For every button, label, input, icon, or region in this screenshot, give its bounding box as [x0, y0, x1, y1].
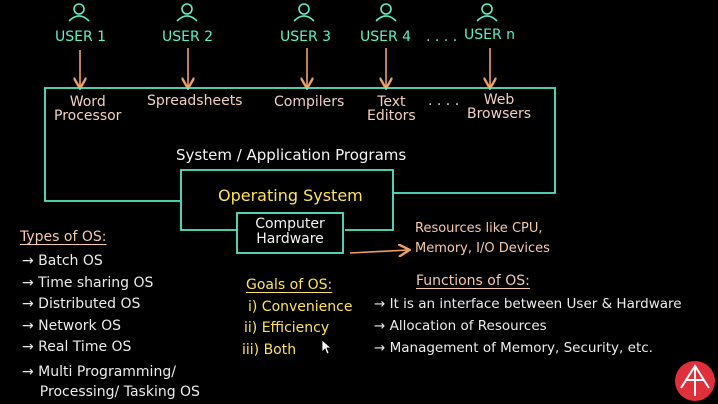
hardware-box	[236, 212, 344, 254]
user-label-1: USER 1	[55, 29, 107, 45]
user-label-n: USER n	[464, 27, 516, 43]
functions-heading: Functions of OS:	[416, 273, 530, 289]
types-item-3: → Distributed OS	[22, 296, 141, 312]
programs-ellipsis: . . . .	[428, 93, 460, 109]
spreadsheets-label: Spreadsheets	[147, 93, 243, 109]
goals-heading: Goals of OS:	[246, 277, 333, 293]
types-item-6: → Multi Programming/ Processing/ Tasking…	[22, 364, 200, 401]
user-icon-4	[375, 3, 397, 22]
user-icon-3	[293, 3, 315, 22]
compilers-label: Compilers	[274, 94, 345, 110]
user-label-2: USER 2	[162, 29, 214, 45]
text-editors-label: Text Editors	[367, 94, 416, 124]
functions-item-2: → Allocation of Resources	[374, 318, 547, 334]
types-item-4: → Network OS	[22, 318, 121, 334]
user-ellipsis: . . . .	[426, 29, 458, 45]
arrow-resources	[349, 250, 408, 253]
types-item-1: → Batch OS	[22, 253, 103, 269]
user-label-4: USER 4	[360, 29, 412, 45]
types-heading: Types of OS:	[20, 229, 107, 245]
os-box	[180, 169, 394, 231]
functions-item-1: → It is an interface between User & Hard…	[374, 296, 682, 312]
types-item-5: → Real Time OS	[22, 339, 132, 355]
user-label-3: USER 3	[280, 29, 332, 45]
cursor-icon	[321, 339, 333, 355]
goals-item-2: ii) Efficiency	[244, 320, 330, 336]
web-browsers-label: Web Browsers	[467, 92, 532, 122]
os-label: Operating System	[218, 186, 363, 205]
functions-item-3: → Management of Memory, Security, etc.	[374, 340, 653, 356]
user-icon-1	[68, 3, 90, 22]
types-item-2: → Time sharing OS	[22, 275, 154, 291]
user-icon-n	[476, 3, 498, 22]
hardware-label: Computer Hardware	[255, 216, 325, 247]
programs-box	[44, 87, 556, 202]
logo-mark	[675, 361, 715, 401]
programs-box-label: System / Application Programs	[176, 146, 407, 164]
resources-label: Resources like CPU, Memory, I/O Devices	[415, 221, 550, 257]
user-icon-2	[176, 3, 198, 22]
word-processor-label: Word Processor	[54, 94, 122, 124]
goals-item-3: iii) Both	[242, 342, 297, 358]
goals-item-1: i) Convenience	[248, 299, 353, 315]
